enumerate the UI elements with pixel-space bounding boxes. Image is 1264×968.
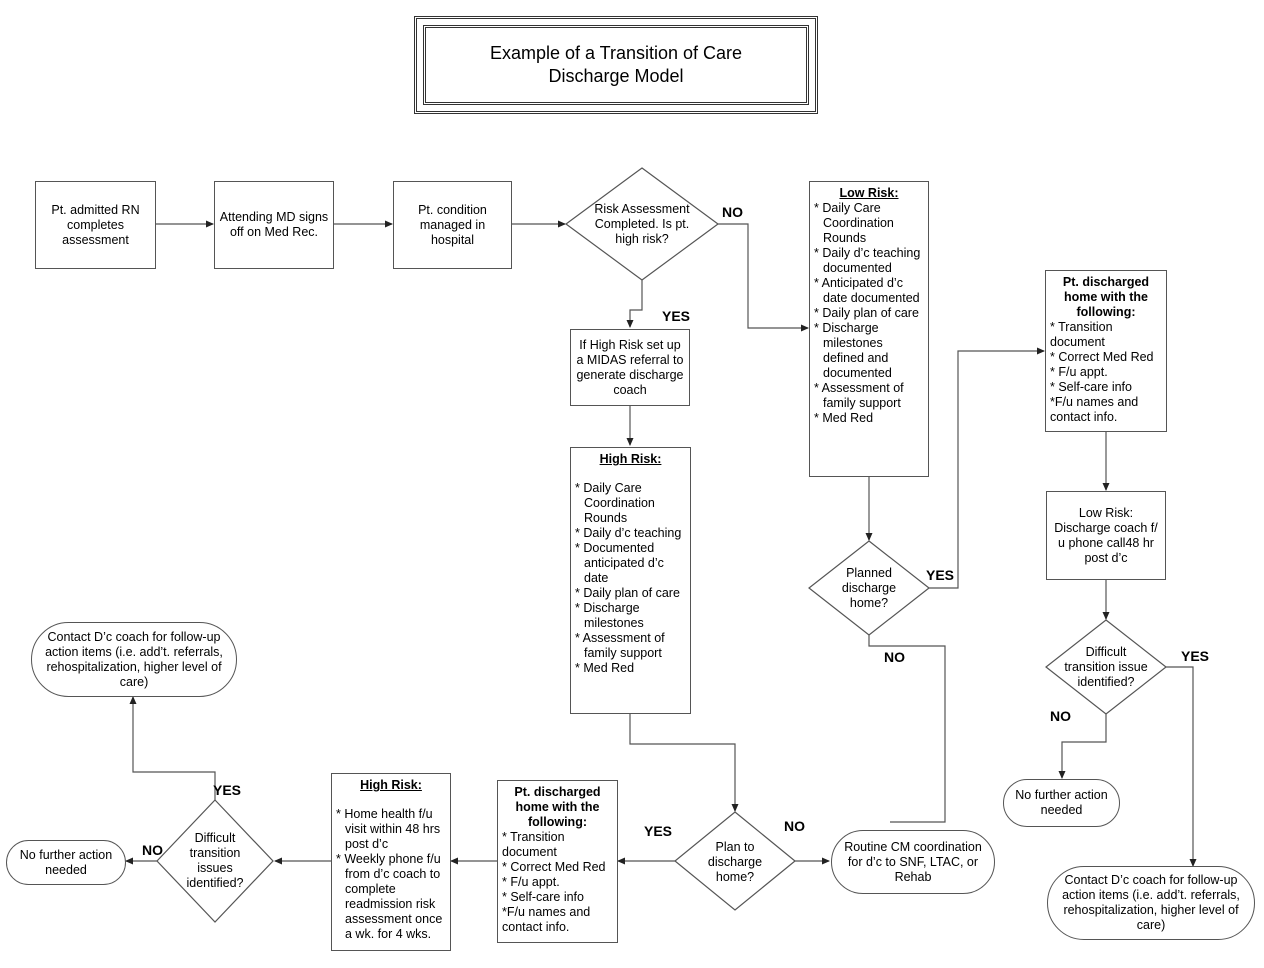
high-risk-1-item: * Daily Care Coordination Rounds: [575, 481, 655, 525]
high-risk-1-item: * Med Red: [575, 661, 635, 675]
low-risk-item: * Anticipated d’c date documented: [814, 276, 920, 305]
discharged-right-item: *F/u names and contact info.: [1050, 395, 1139, 424]
node-low-risk-call-text: Low Risk: Discharge coach f/ u phone cal…: [1054, 505, 1158, 565]
node-high-risk-2: High Risk: * Home health f/u visit withi…: [331, 773, 451, 951]
high-risk-2-heading: High Risk:: [360, 778, 422, 792]
node-no-action-right: No further action needed: [1003, 779, 1120, 827]
low-risk-item: * Daily plan of care: [814, 306, 919, 320]
high-risk-2-item: * Home health f/u visit within 48 hrs po…: [336, 807, 441, 851]
high-risk-1-item: * Documented anticipated d’c date: [575, 541, 664, 585]
node-managed-text: Pt. condition managed in hospital: [418, 202, 487, 247]
discharged-right-item: * F/u appt.: [1050, 365, 1108, 379]
discharged-right-item: * Correct Med Red: [1050, 350, 1154, 364]
node-discharged-right: Pt. discharged home with the following: …: [1045, 270, 1167, 432]
node-no-action-left: No further action needed: [6, 840, 126, 885]
node-contact-right-text: Contact D’c coach for follow-up action i…: [1062, 873, 1240, 932]
arrow-planned-no-routine: [868, 635, 946, 823]
discharged-bottom-item: * F/u appt.: [502, 875, 560, 889]
title-line-2: Discharge Model: [548, 66, 684, 86]
low-risk-item: * Discharge milestones defined and docum…: [814, 321, 892, 380]
label-planned-yes: YES: [926, 567, 955, 583]
high-risk-1-heading: High Risk:: [599, 452, 662, 466]
node-no-action-right-text: No further action needed: [1015, 788, 1108, 817]
node-contact-left-text: Contact D’c coach for follow-up action i…: [45, 629, 223, 689]
node-admitted-text: Pt. admitted RN completes assessment: [51, 202, 140, 247]
planned-decision-label: Planned discharge home?: [841, 565, 897, 610]
arrow-highrisk-plan: [629, 714, 739, 812]
discharged-bottom-heading: Pt. discharged home with the following:: [514, 785, 601, 829]
node-high-risk-1: High Risk: * Daily Care Coordination Rou…: [570, 447, 691, 714]
arrow-difficult-left-yes: [129, 696, 216, 800]
label-plan-no: NO: [784, 818, 805, 834]
low-risk-item: * Med Red: [814, 411, 874, 425]
label-risk-no: NO: [722, 204, 743, 220]
label-planned-no: NO: [884, 649, 905, 665]
high-risk-1-item: * Daily d’c teaching: [575, 526, 682, 540]
low-risk-heading: Low Risk:: [839, 186, 899, 200]
page-title: Example of a Transition of Care Discharg…: [423, 25, 809, 105]
difficult-left-label: Difficult transition issues identified?: [186, 831, 244, 890]
arrow-difficult-no: [1058, 714, 1107, 779]
label-risk-yes: YES: [662, 308, 691, 324]
title-line-1: Example of a Transition of Care: [489, 43, 743, 63]
node-attending-text: Attending MD signs off on Med Rec.: [219, 210, 329, 239]
node-midas-text: If High Risk set up a MIDAS referral to …: [576, 337, 684, 397]
node-contact-right: Contact D’c coach for follow-up action i…: [1047, 866, 1255, 940]
discharged-right-item: * Transition document: [1050, 320, 1113, 349]
node-low-risk: Low Risk: * Daily Care Coordination Roun…: [809, 181, 929, 477]
high-risk-2-item: * Weekly phone f/u from d’c coach to com…: [336, 852, 443, 941]
discharged-right-item: * Self-care info: [1050, 380, 1132, 394]
low-risk-item: * Daily Care Coordination Rounds: [814, 201, 894, 245]
difficult-right-label: Difficult transition issue identified?: [1064, 644, 1148, 689]
high-risk-1-item: * Daily plan of care: [575, 586, 680, 600]
node-contact-left: Contact D’c coach for follow-up action i…: [31, 622, 237, 697]
arrow-risk-no-lowrisk: [718, 223, 809, 332]
label-difficult-left-no: NO: [142, 842, 163, 858]
low-risk-item: * Daily d’c teaching documented: [814, 246, 921, 275]
node-managed: Pt. condition managed in hospital: [393, 181, 512, 269]
discharged-bottom-item: * Correct Med Red: [502, 860, 606, 874]
discharged-bottom-item: *F/u names and contact info.: [502, 905, 591, 934]
discharged-bottom-item: * Self-care info: [502, 890, 584, 904]
discharged-bottom-item: * Transition document: [502, 830, 565, 859]
node-low-risk-call: Low Risk: Discharge coach f/ u phone cal…: [1046, 491, 1166, 580]
node-routine-cm-text: Routine CM coordination for d’c to SNF, …: [844, 839, 982, 884]
title-frame: Example of a Transition of Care Discharg…: [414, 16, 818, 114]
plan-decision-diamond: [674, 811, 796, 911]
plan-decision-label: Plan to discharge home?: [707, 839, 763, 884]
label-difficult-right-no: NO: [1050, 708, 1071, 724]
node-routine-cm: Routine CM coordination for d’c to SNF, …: [831, 830, 995, 894]
label-plan-yes: YES: [644, 823, 673, 839]
low-risk-item: * Assessment of family support: [814, 381, 904, 410]
node-attending: Attending MD signs off on Med Rec.: [214, 181, 334, 269]
node-admitted: Pt. admitted RN completes assessment: [35, 181, 156, 269]
high-risk-1-item: * Discharge milestones: [575, 601, 644, 630]
arrow-risk-yes-midas: [626, 280, 643, 328]
discharged-right-heading: Pt. discharged home with the following:: [1062, 275, 1150, 319]
node-midas: If High Risk set up a MIDAS referral to …: [570, 329, 690, 406]
label-difficult-left-yes: YES: [213, 782, 242, 798]
arrow-difficult-yes: [1166, 666, 1197, 867]
risk-decision-label: Risk Assessment Completed. Is pt. high r…: [594, 201, 690, 246]
high-risk-1-item: * Assessment of family support: [575, 631, 665, 660]
node-no-action-left-text: No further action needed: [19, 847, 113, 877]
node-discharged-bottom: Pt. discharged home with the following: …: [497, 780, 618, 943]
label-difficult-right-yes: YES: [1181, 648, 1210, 664]
arrow-planned-yes-discharged: [929, 347, 1045, 589]
difficult-left-diamond: [156, 799, 274, 923]
